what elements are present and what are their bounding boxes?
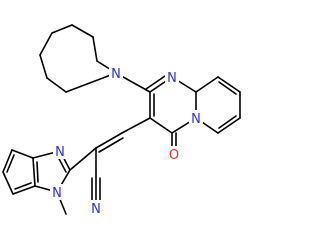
bond bbox=[46, 77, 67, 93]
bond bbox=[217, 76, 241, 93]
carbonyl-oxygen-label: O bbox=[169, 148, 179, 163]
bonds bbox=[2, 24, 241, 215]
bond bbox=[14, 182, 32, 190]
bond bbox=[92, 36, 98, 62]
bond bbox=[218, 115, 237, 129]
bond bbox=[98, 137, 124, 153]
pyrimidine-nitrogen-label: N bbox=[167, 71, 177, 86]
chemical-structure: N N N O N N N bbox=[2, 24, 241, 217]
bond bbox=[36, 161, 39, 183]
pyridine-nitrogen-label: N bbox=[191, 112, 201, 127]
bond bbox=[2, 149, 13, 173]
bond bbox=[12, 185, 36, 195]
bond bbox=[195, 76, 219, 93]
bond bbox=[6, 154, 15, 173]
bond bbox=[39, 54, 48, 79]
bond bbox=[149, 117, 173, 134]
bond bbox=[145, 73, 169, 90]
bond bbox=[39, 32, 53, 56]
azepane-nitrogen-label: N bbox=[111, 67, 121, 82]
bond bbox=[11, 149, 34, 159]
bond bbox=[95, 132, 123, 149]
bond bbox=[69, 147, 97, 171]
bond bbox=[121, 117, 151, 134]
bond bbox=[51, 24, 73, 34]
bond bbox=[217, 117, 241, 134]
methyl-nitrogen-label: N bbox=[52, 186, 62, 201]
bond bbox=[2, 171, 14, 195]
bond bbox=[32, 157, 36, 187]
bond bbox=[218, 81, 237, 95]
bond bbox=[71, 24, 94, 38]
atom-labels: N N N O N N N bbox=[50, 65, 203, 217]
nitrile-nitrogen-label: N bbox=[91, 202, 101, 217]
imidazole-nitrogen-label: N bbox=[55, 145, 65, 160]
bond bbox=[65, 72, 117, 93]
